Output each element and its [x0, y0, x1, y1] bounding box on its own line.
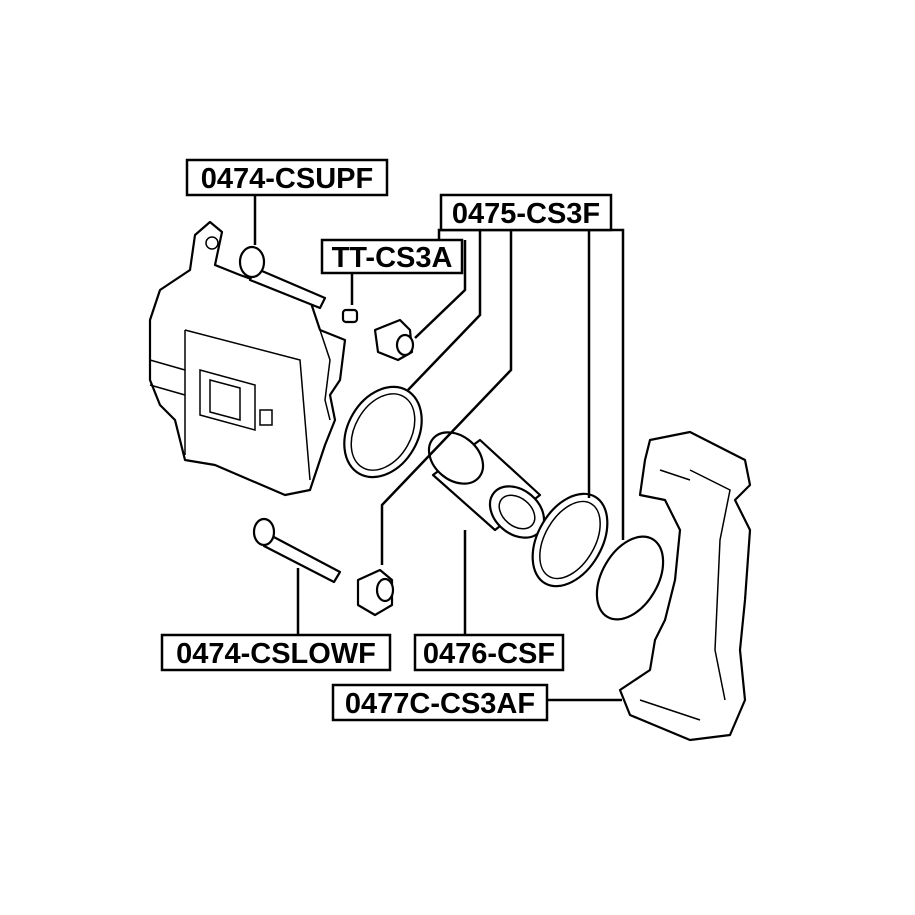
- caliper-body: [148, 220, 347, 497]
- dust-boot-small: [341, 308, 359, 324]
- caliper-bracket: [618, 430, 752, 742]
- label-upper-pin-text: 0474-CSUPF: [201, 163, 373, 195]
- label-bracket: 0477C-CS3AF: [331, 683, 549, 722]
- piston: [427, 431, 546, 539]
- pin-bushing-lower: [356, 568, 395, 617]
- piston-dust-boot: [531, 492, 609, 588]
- o-ring: [595, 535, 665, 621]
- label-lower-pin-text: 0474-CSLOWF: [176, 638, 376, 670]
- label-bracket-text: 0477C-CS3AF: [345, 688, 535, 720]
- label-lower-pin: 0474-CSLOWF: [160, 633, 392, 672]
- lower-guide-pin: [252, 517, 342, 584]
- label-seal-kit: 0475-CS3F: [439, 193, 613, 232]
- label-upper-pin: 0474-CSUPF: [185, 158, 389, 197]
- pin-bushing-upper: [373, 318, 415, 362]
- label-piston: 0476-CSF: [413, 633, 565, 672]
- upper-guide-pin: [238, 245, 327, 310]
- label-boot-text: TT-CS3A: [332, 242, 453, 274]
- piston-seal-ring: [343, 385, 423, 479]
- label-boot: TT-CS3A: [320, 238, 464, 275]
- label-piston-text: 0476-CSF: [423, 638, 555, 670]
- label-seal-kit-text: 0475-CS3F: [452, 198, 600, 230]
